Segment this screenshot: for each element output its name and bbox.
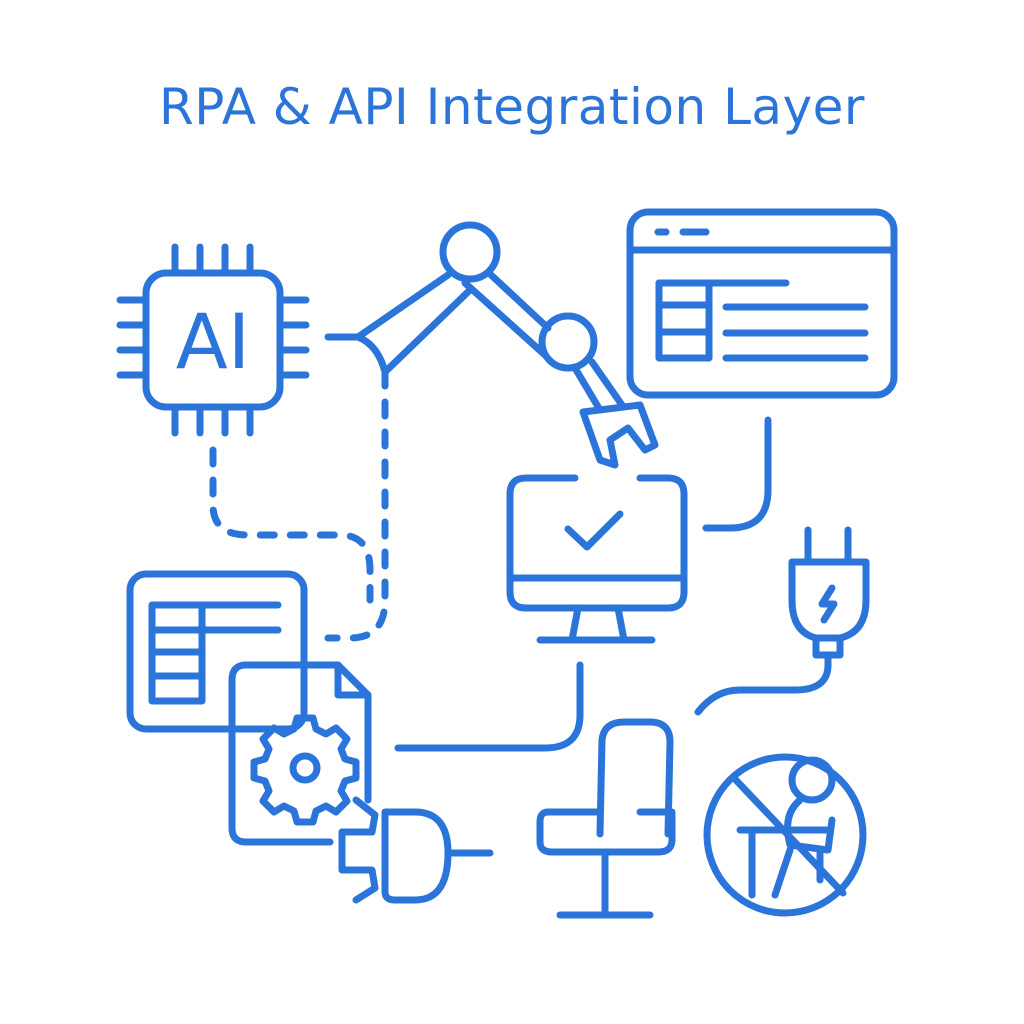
no-manual-work-icon <box>703 753 867 917</box>
arm-to-spreadsheet-dashed-connector <box>324 368 389 642</box>
chip-to-spreadsheet-dashed-connector <box>209 446 374 604</box>
api-connector-plug-icon <box>338 796 452 904</box>
application-window-icon <box>626 208 898 399</box>
page-title: RPA & API Integration Layer <box>159 78 865 136</box>
monitor-to-document-connector <box>394 661 584 752</box>
office-chair-icon <box>536 718 676 919</box>
window-to-monitor-connector <box>702 416 772 532</box>
plug-to-center-connector <box>694 651 832 716</box>
computer-monitor-checkmark-icon <box>506 474 688 644</box>
spreadsheet-icon <box>126 570 308 733</box>
gear-icon <box>250 714 360 826</box>
connector-lines <box>209 333 832 857</box>
ai-chip-icon: AI <box>116 243 310 437</box>
electric-plug-icon <box>788 526 870 659</box>
robotic-arm-icon <box>354 221 659 469</box>
chip-label: AI <box>176 297 250 386</box>
settings-document-icon <box>228 661 372 846</box>
